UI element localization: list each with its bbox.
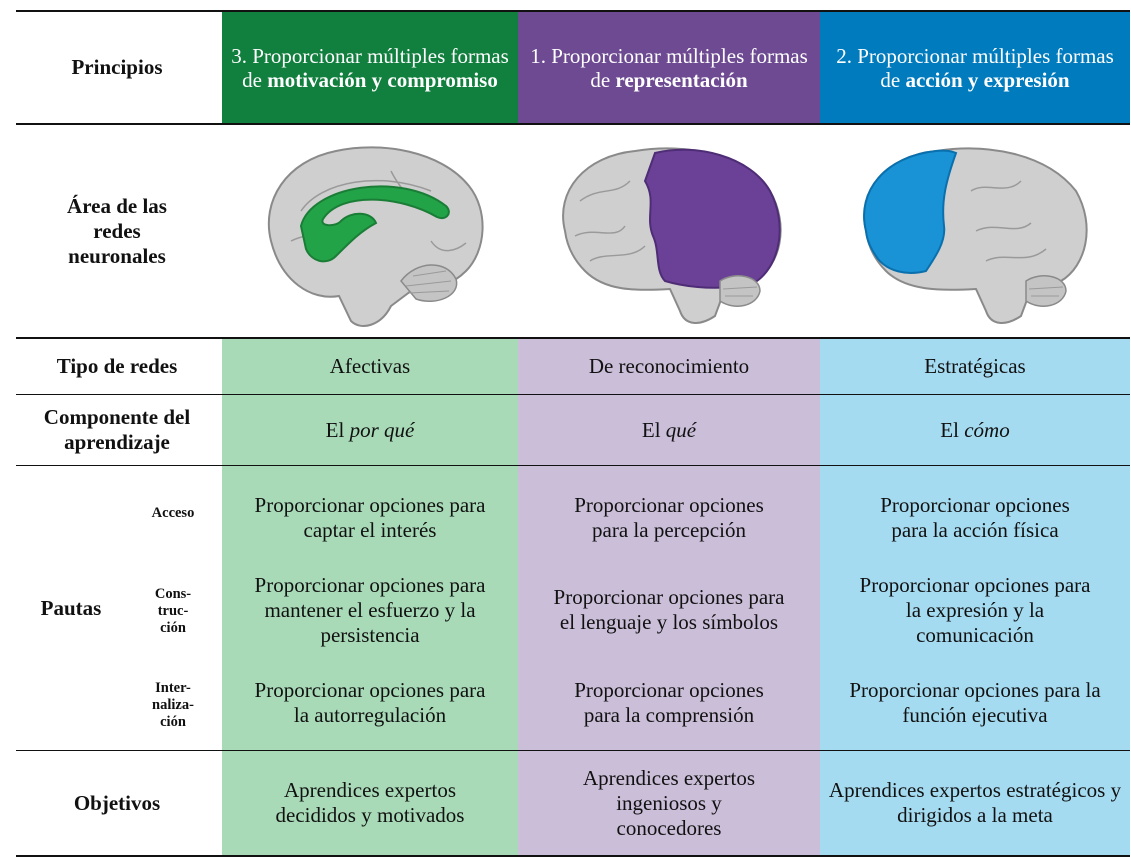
pauta-acceso-afectivas: Proporcionar opciones para captar el int… xyxy=(254,493,486,542)
pauta-internalizacion-estrategicas: Proporcionar opciones para la función ej… xyxy=(849,678,1101,727)
pautas-column-afectivas xyxy=(222,466,518,750)
componente-que-em: qué xyxy=(665,417,697,442)
pauta-internalizacion-reconocimiento: Proporcionar opciones para la comprensió… xyxy=(574,678,764,727)
row-label-area: Área de las redes neuronales xyxy=(67,193,167,268)
pauta-construccion-afectivas: Proporcionar opciones para mantener el e… xyxy=(254,572,486,647)
brain-frontal-highlight-icon xyxy=(838,128,1114,333)
objetivo-afectivas: Aprendices expertos decididos y motivado… xyxy=(222,751,518,855)
rule-after-componente xyxy=(16,465,1130,466)
header-accion: 2. Proporcionar múltiples formas de acci… xyxy=(820,12,1130,123)
header-representacion-pre: 1. Proporcionar múltiples formas de xyxy=(530,43,808,92)
componente-por-que-em: por qué xyxy=(349,417,415,442)
componente-como-em: cómo xyxy=(964,417,1010,442)
rule-after-header xyxy=(16,123,1130,125)
brain-limbic-highlight-icon xyxy=(236,128,506,333)
header-accion-bold: acción y expresión xyxy=(905,67,1070,92)
rule-after-pautas xyxy=(16,750,1130,751)
componente-como: El cómo xyxy=(820,395,1130,465)
tipo-estrategicas: Estratégicas xyxy=(820,339,1130,394)
objetivo-reconocimiento: Aprendices expertos ingeniosos y conoced… xyxy=(518,751,820,855)
componente-por-que-pre: El xyxy=(325,417,350,442)
brain-posterior-highlight-icon xyxy=(536,128,804,333)
pautas-column-reconocimiento xyxy=(518,466,820,750)
tipo-reconocimiento: De reconocimiento xyxy=(518,339,820,394)
objetivo-estrategicas: Aprendices expertos estratégicos y dirig… xyxy=(820,751,1130,855)
pauta-internalizacion-afectivas: Proporcionar opciones para la autorregul… xyxy=(254,678,486,727)
row-label-componente: Componente del aprendizaje xyxy=(43,405,191,454)
row-label-objetivos: Objetivos xyxy=(73,790,161,815)
rule-top xyxy=(16,10,1130,12)
header-representacion: 1. Proporcionar múltiples formas de repr… xyxy=(518,12,820,123)
pautas-sub-internalizacion: Inter- naliza- ción xyxy=(152,680,194,730)
rule-after-tipo xyxy=(16,394,1130,395)
header-motivacion-pre: 3. Proporcionar múltiples formas de xyxy=(231,43,509,92)
header-motivacion: 3. Proporcionar múltiples formas de moti… xyxy=(222,12,518,123)
pautas-column-estrategicas xyxy=(820,466,1130,750)
header-representacion-bold: representación xyxy=(615,67,748,92)
row-label-pautas: Pautas xyxy=(40,595,102,620)
componente-como-pre: El xyxy=(940,417,965,442)
pautas-sub-construccion: Cons- truc- ción xyxy=(154,585,192,636)
componente-que: El qué xyxy=(518,395,820,465)
rule-bottom xyxy=(16,855,1130,857)
pauta-construccion-reconocimiento: Proporcionar opciones para el lenguaje y… xyxy=(553,585,785,634)
rule-after-brains xyxy=(16,337,1130,339)
tipo-afectivas: Afectivas xyxy=(222,339,518,394)
pauta-acceso-reconocimiento: Proporcionar opciones para la percepción xyxy=(574,493,764,542)
row-label-tipo: Tipo de redes xyxy=(56,354,178,378)
pauta-acceso-estrategicas: Proporcionar opciones para la acción fís… xyxy=(880,493,1070,542)
header-accion-pre: 2. Proporcionar múltiples formas de xyxy=(836,43,1114,92)
componente-por-que: El por qué xyxy=(222,395,518,465)
pautas-sub-acceso: Acceso xyxy=(151,505,195,521)
row-label-principios: Principios xyxy=(71,55,163,79)
pauta-construccion-estrategicas: Proporcionar opciones para la expresión … xyxy=(859,572,1091,647)
componente-que-pre: El xyxy=(641,417,666,442)
header-motivacion-bold: motivación y compromiso xyxy=(267,67,498,92)
